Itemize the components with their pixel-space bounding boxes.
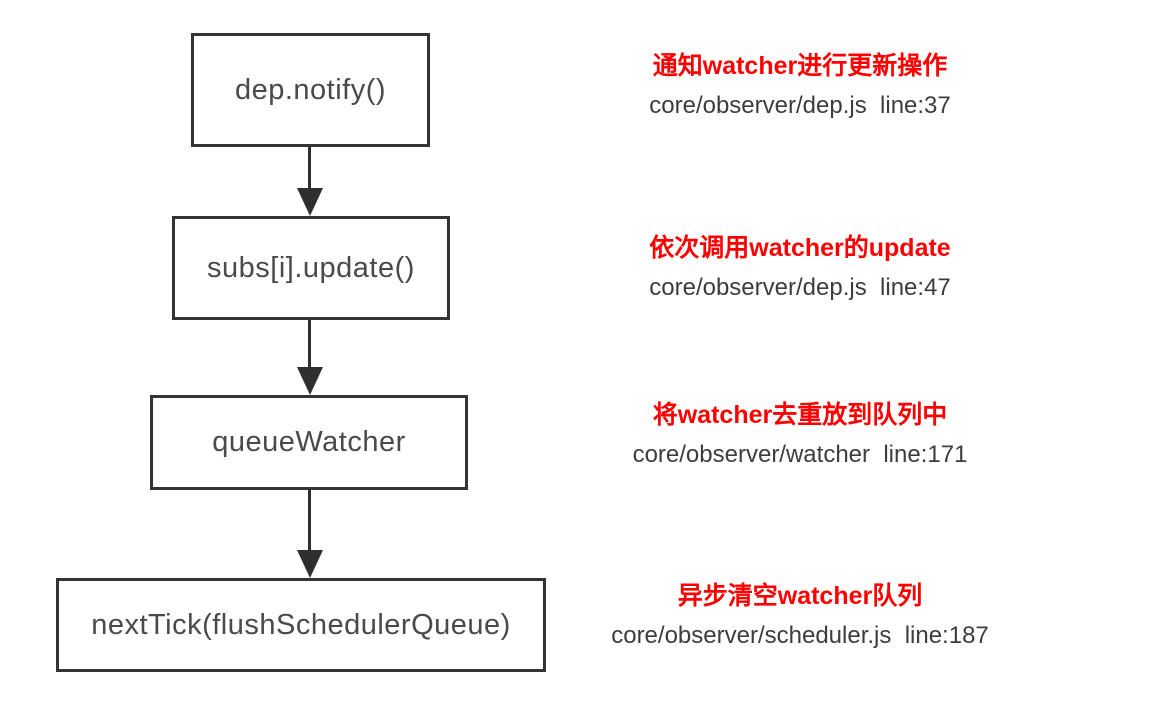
- flow-node-dep-notify: dep.notify(): [191, 33, 430, 147]
- flow-node-queue-watcher: queueWatcher: [150, 395, 468, 490]
- node-annotation: 通知watcher进行更新操作 core/observer/dep.js lin…: [545, 48, 1055, 122]
- flow-node-label: queueWatcher: [212, 426, 406, 458]
- node-annotation: 将watcher去重放到队列中 core/observer/watcher li…: [545, 397, 1055, 471]
- annotation-file-location: core/observer/watcher line:171: [632, 441, 968, 468]
- annotation-title: 通知watcher进行更新操作: [652, 52, 948, 80]
- arrow-down-icon: [297, 550, 323, 578]
- flow-arrow-connector: [308, 320, 311, 369]
- annotation-title: 异步清空watcher队列: [677, 582, 923, 610]
- annotation-title: 依次调用watcher的update: [649, 234, 951, 262]
- annotation-title: 将watcher去重放到队列中: [652, 401, 948, 429]
- flow-node-label: dep.notify(): [234, 73, 387, 106]
- annotation-file-location: core/observer/dep.js line:47: [649, 274, 951, 301]
- flow-node-subs-update: subs[i].update(): [172, 216, 450, 320]
- annotation-file-location: core/observer/scheduler.js line:187: [611, 622, 989, 649]
- flow-node-next-tick: nextTick(flushSchedulerQueue): [56, 578, 546, 672]
- arrow-down-icon: [297, 367, 323, 395]
- flow-node-label: nextTick(flushSchedulerQueue): [91, 608, 511, 641]
- node-annotation: 异步清空watcher队列 core/observer/scheduler.js…: [545, 578, 1055, 652]
- node-annotation: 依次调用watcher的update core/observer/dep.js …: [545, 230, 1055, 304]
- flow-arrow-connector: [308, 490, 311, 552]
- flow-node-label: subs[i].update(): [207, 251, 415, 284]
- flow-arrow-connector: [308, 147, 311, 190]
- annotation-file-location: core/observer/dep.js line:37: [649, 92, 951, 119]
- arrow-down-icon: [297, 188, 323, 216]
